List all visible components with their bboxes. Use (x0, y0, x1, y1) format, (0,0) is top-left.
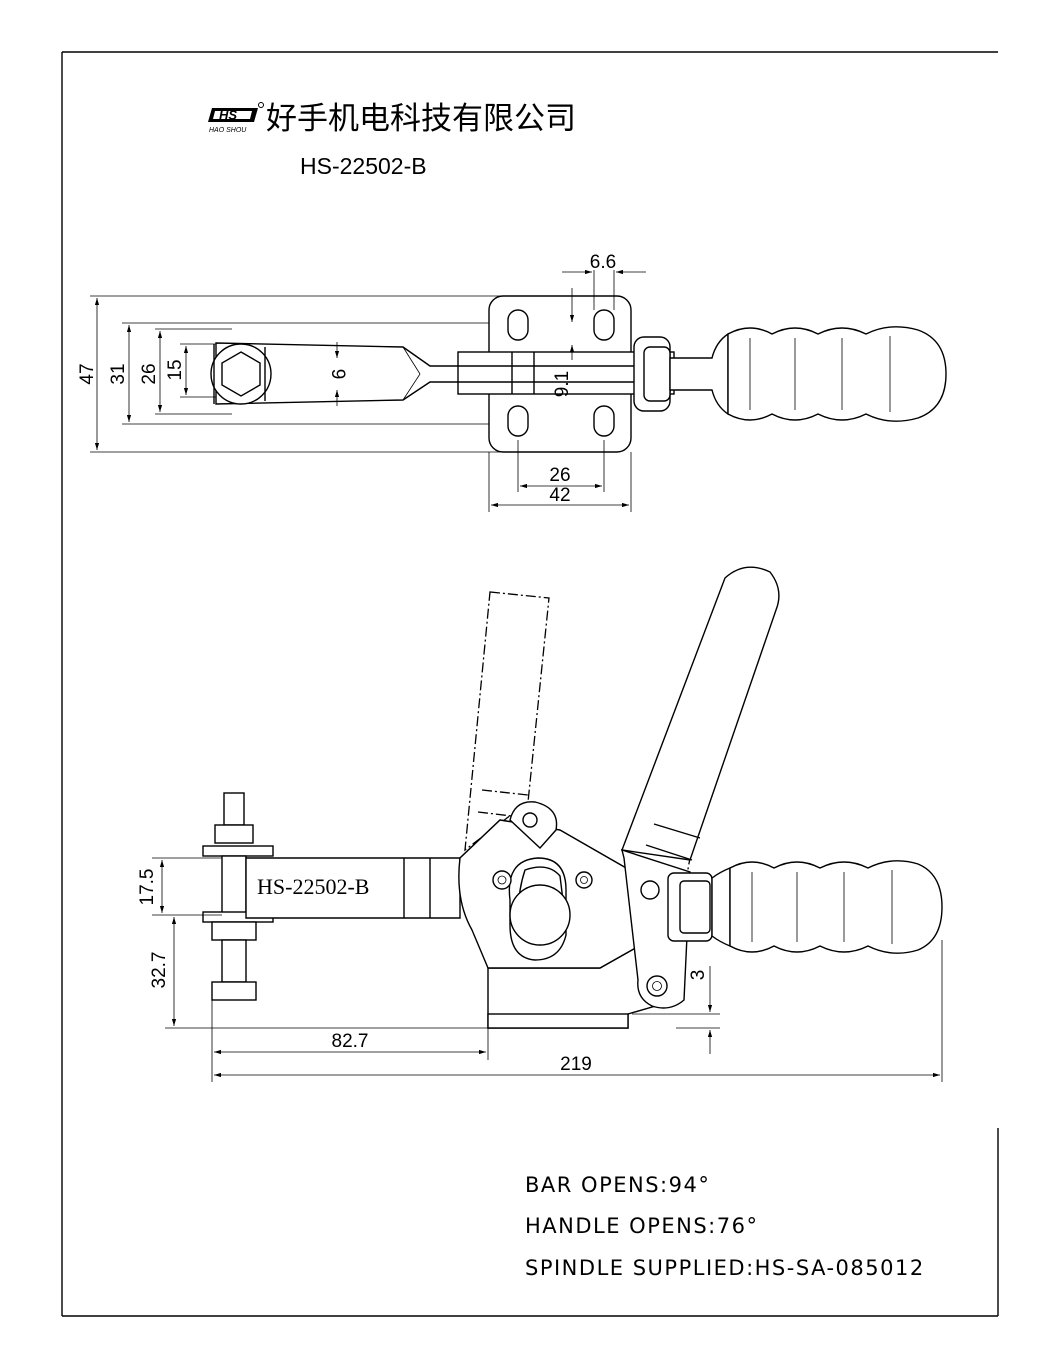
dim-9-1: 9.1 (552, 371, 573, 397)
side-view (152, 566, 943, 1082)
dim-6-6: 6.6 (590, 252, 616, 273)
company-name: 好手机电科技有限公司 (266, 101, 576, 137)
spec-handle-opens: HANDLE OPENS:76° (525, 1214, 758, 1238)
company-logo: HS HAO SHOU (208, 102, 264, 134)
top-view (90, 269, 947, 512)
dim-47: 47 (77, 363, 98, 384)
spec-spindle-supplied: SPINDLE SUPPLIED:HS-SA-085012 (525, 1256, 925, 1280)
dim-219: 219 (560, 1054, 592, 1075)
logo-text: HS (219, 108, 237, 123)
dim-82-7: 82.7 (332, 1031, 369, 1052)
logo-subtext: HAO SHOU (209, 127, 247, 134)
dim-26-vertical: 26 (139, 363, 160, 384)
dim-3: 3 (688, 970, 709, 981)
dim-42: 42 (549, 485, 570, 506)
drawing-frame (61, 51, 999, 1317)
spec-bar-opens: BAR OPENS:94° (525, 1173, 710, 1197)
dim-26-horizontal: 26 (549, 465, 570, 486)
dim-9: 9 (327, 369, 348, 380)
dim-17-5: 17.5 (137, 869, 158, 906)
arm-label: HS-22502-B (257, 874, 369, 899)
dim-32-7: 32.7 (149, 952, 170, 989)
model-number: HS-22502-B (300, 153, 427, 179)
dim-31: 31 (108, 363, 129, 384)
dim-15: 15 (165, 359, 186, 380)
